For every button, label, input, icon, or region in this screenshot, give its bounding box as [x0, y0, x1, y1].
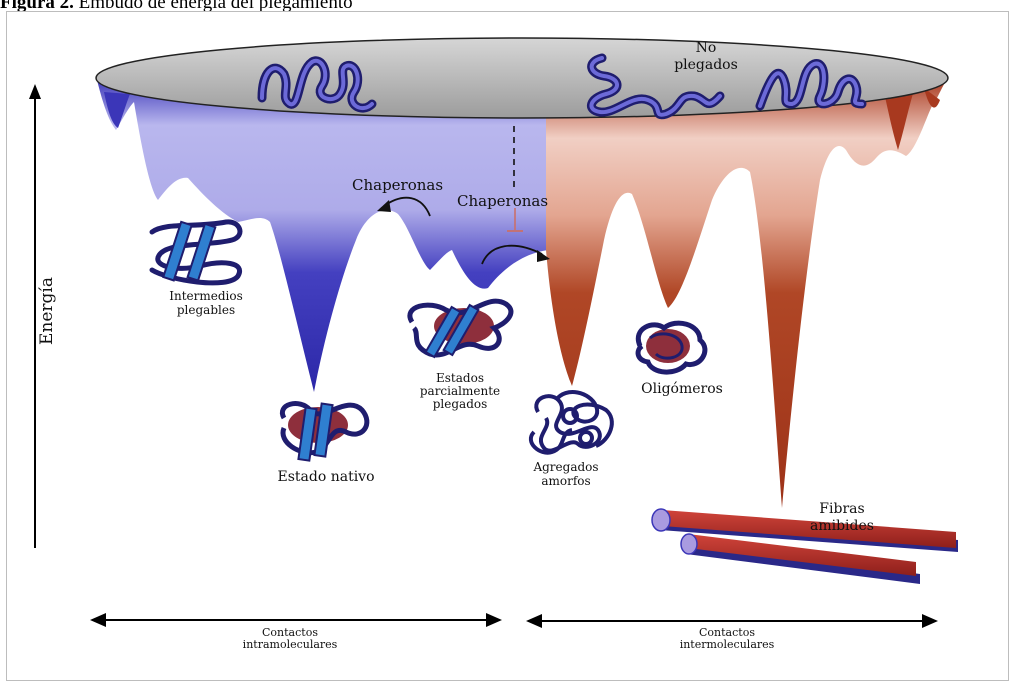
intramolecular-range-arrow — [90, 613, 502, 627]
partially-folded-protein-icon — [410, 301, 511, 357]
native-state-label: Estado nativo — [277, 469, 374, 485]
amorphous-aggregate-icon — [531, 392, 612, 453]
oligomers-label: Oligómeros — [641, 381, 723, 397]
partially-folded-label-line3: plegados — [433, 397, 488, 411]
energy-axis-label: Energía — [37, 277, 57, 345]
intermediates-label-line1: Intermedios — [169, 289, 243, 303]
amyloid-fibril-icon — [652, 509, 958, 584]
intermediates-label-line2: plegables — [177, 303, 235, 317]
amorphous-label-line2: amorfos — [541, 474, 590, 488]
partially-folded-label-line2: parcialmente — [420, 384, 500, 398]
funnel-intermolecular-side — [546, 78, 948, 508]
partially-folded-label-line1: Estados — [436, 371, 484, 385]
amorphous-label-line1: Agregados — [532, 460, 598, 474]
chaperones-label-right: Chaperonas — [457, 192, 548, 210]
fibrils-label-line1: Fibras — [819, 501, 864, 517]
unfolded-label-line2: plegados — [674, 57, 738, 73]
intramolecular-label-line2: intramoleculares — [243, 638, 338, 651]
chaperones-label-left: Chaperonas — [352, 176, 443, 194]
fibrils-label-line2: amibides — [810, 518, 874, 534]
intermolecular-label-line2: intermoleculares — [680, 638, 775, 651]
oligomer-icon — [638, 323, 705, 372]
folding-intermediate-protein-icon — [152, 222, 240, 283]
unfolded-label-line1: No — [696, 40, 717, 56]
native-state-protein-icon — [282, 404, 366, 461]
